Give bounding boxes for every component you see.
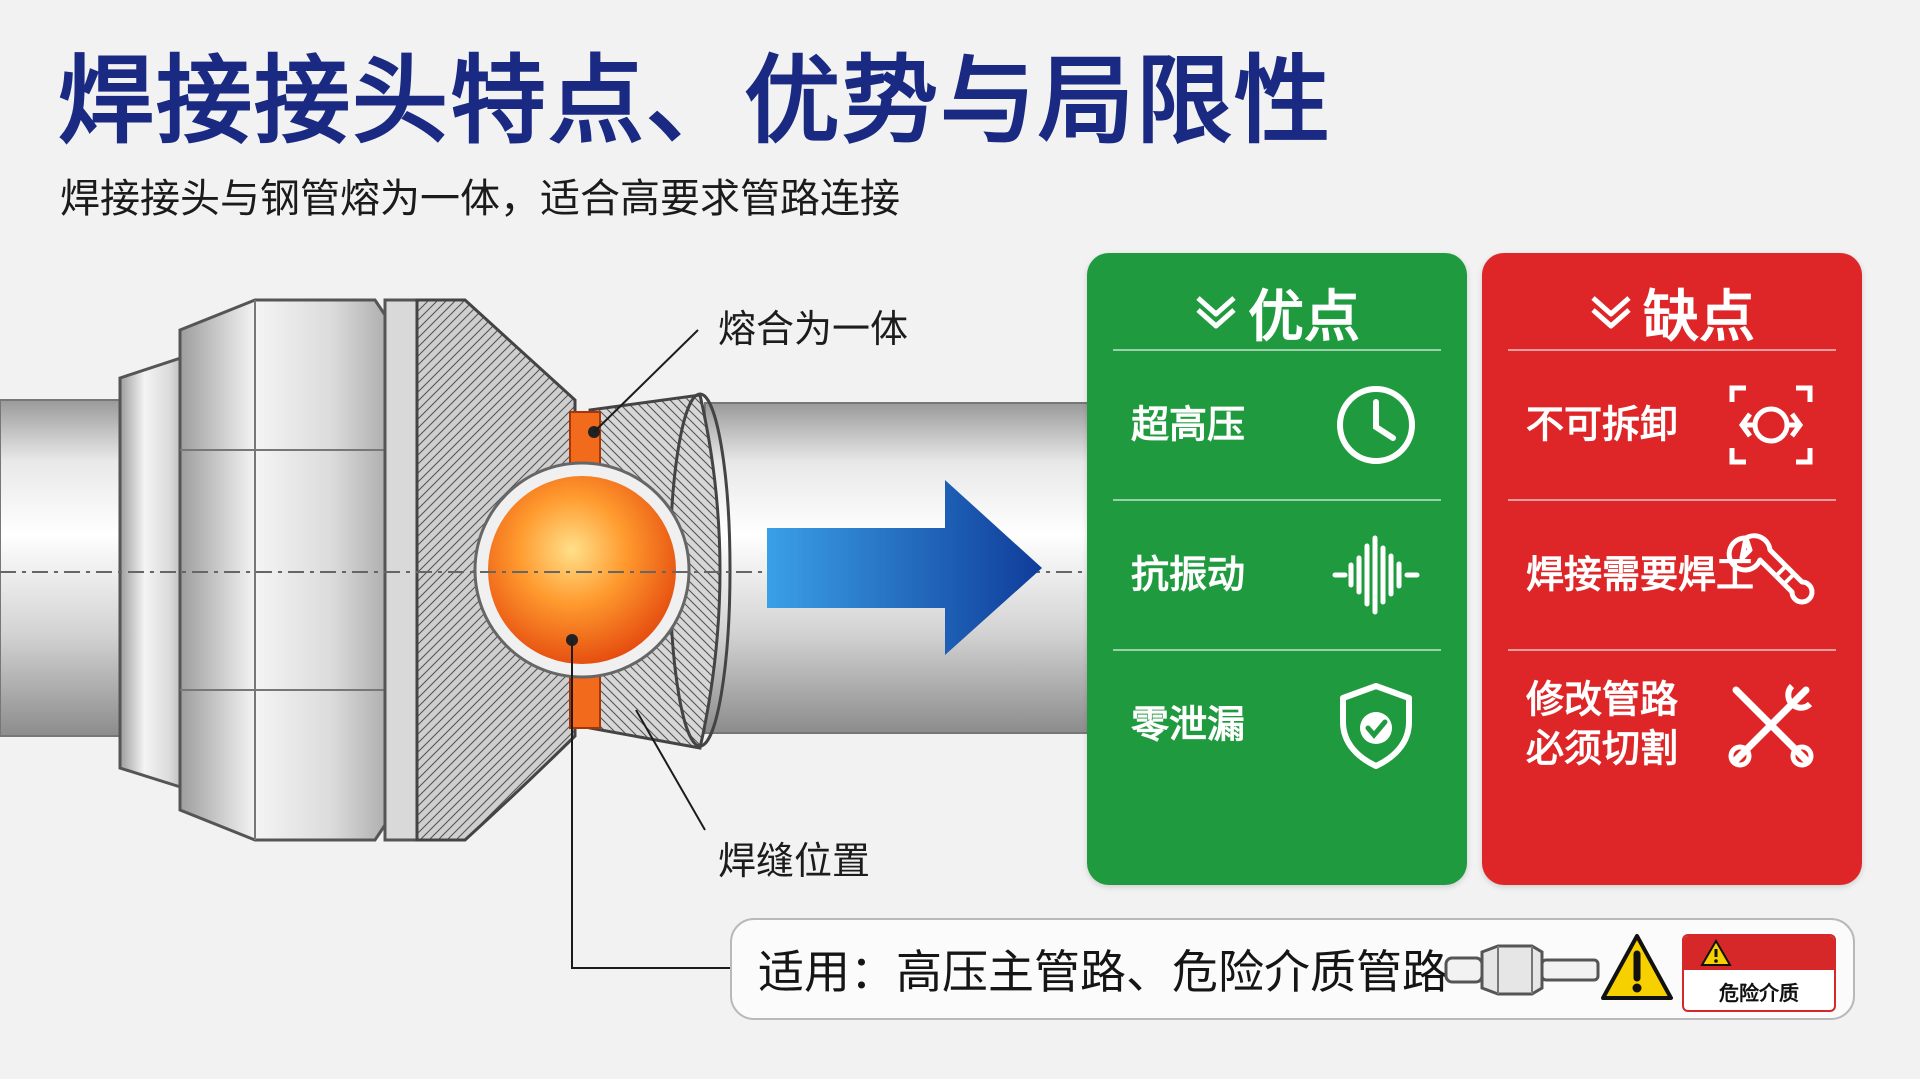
advantage-item: 超高压 (1087, 351, 1467, 499)
advantages-title: 优点 (1248, 284, 1360, 350)
sound-wave-icon (1332, 535, 1420, 615)
hex-nut (178, 298, 397, 842)
disadvantage-label: 不可拆卸 (1526, 402, 1679, 447)
chevron-down-icon (1591, 296, 1631, 329)
danger-medium-badge: 危险介质 (1682, 934, 1836, 1012)
warning-icon (1601, 934, 1673, 1000)
page-title: 焊接接头特点、优势与局限性 (58, 45, 1332, 157)
pipe-fitting-icon (1444, 944, 1600, 996)
advantage-item: 抗振动 (1087, 501, 1467, 649)
callout-fusion: 熔合为一体 (718, 307, 909, 351)
flange-ring (383, 298, 419, 842)
shield-check-icon (1340, 683, 1412, 769)
clock-icon (1337, 386, 1415, 464)
advantages-header: 优点 (1087, 271, 1467, 353)
weld-joint-illustration (0, 298, 1090, 969)
disadvantage-item: 不可拆卸 (1482, 351, 1862, 499)
disadvantage-item: 修改管路 必须切割 (1482, 651, 1862, 799)
disadvantage-label: 修改管路 必须切割 (1526, 677, 1679, 771)
locked-joint-icon (1729, 385, 1813, 465)
applicability-box: 适用：高压主管路、危险介质管路 危险介质 (730, 918, 1855, 1020)
wrench-icon (1726, 533, 1815, 605)
advantages-panel: 优点 超高压 抗振动 零泄漏 (1087, 253, 1467, 885)
advantage-label: 超高压 (1131, 402, 1246, 447)
callout-weld-seam: 焊缝位置 (718, 839, 871, 883)
disadvantage-item: 焊接需要焊工 (1482, 501, 1862, 649)
direction-arrow (767, 480, 1042, 655)
page-subtitle: 焊接接头与钢管熔为一体，适合高要求管路连接 (60, 176, 900, 222)
weld-fusion-ball (476, 464, 688, 676)
applicability-text: 适用：高压主管路、危险介质管路 (758, 945, 1448, 999)
disadvantages-panel: 缺点 不可拆卸 焊接需要焊工 修改管路 必须切割 (1482, 253, 1862, 885)
advantage-item: 零泄漏 (1087, 651, 1467, 799)
disadvantage-label: 焊接需要焊工 (1526, 552, 1755, 597)
warning-icon (1700, 939, 1732, 966)
chevron-down-icon (1196, 296, 1236, 329)
advantage-label: 抗振动 (1131, 552, 1246, 597)
crossed-tools-icon (1728, 683, 1814, 768)
advantage-label: 零泄漏 (1131, 702, 1246, 747)
disadvantages-header: 缺点 (1482, 271, 1862, 353)
danger-badge-label: 危险介质 (1719, 981, 1799, 1005)
disadvantages-title: 缺点 (1643, 284, 1755, 350)
